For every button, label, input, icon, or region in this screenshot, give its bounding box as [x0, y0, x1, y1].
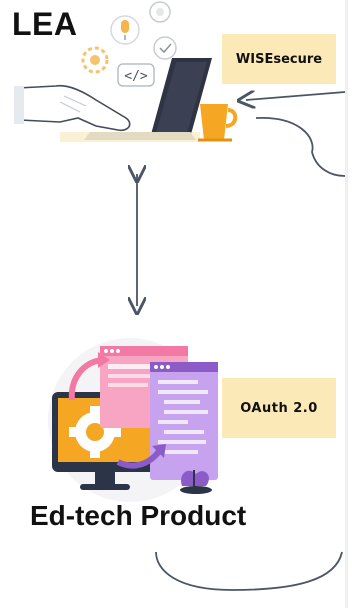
ed-tech-product-title: Ed-tech Product [30, 500, 247, 531]
oauth-tag: OAuth 2.0 [222, 378, 336, 438]
right-edge-line [345, 0, 348, 608]
lea-title: LEA [12, 6, 78, 42]
outgoing-curve [255, 117, 346, 177]
wisesecure-tag: WISEsecure [222, 34, 336, 84]
incoming-arrow [246, 92, 346, 100]
svg-text:</>: </> [124, 69, 148, 84]
bottom-curve [155, 551, 343, 591]
